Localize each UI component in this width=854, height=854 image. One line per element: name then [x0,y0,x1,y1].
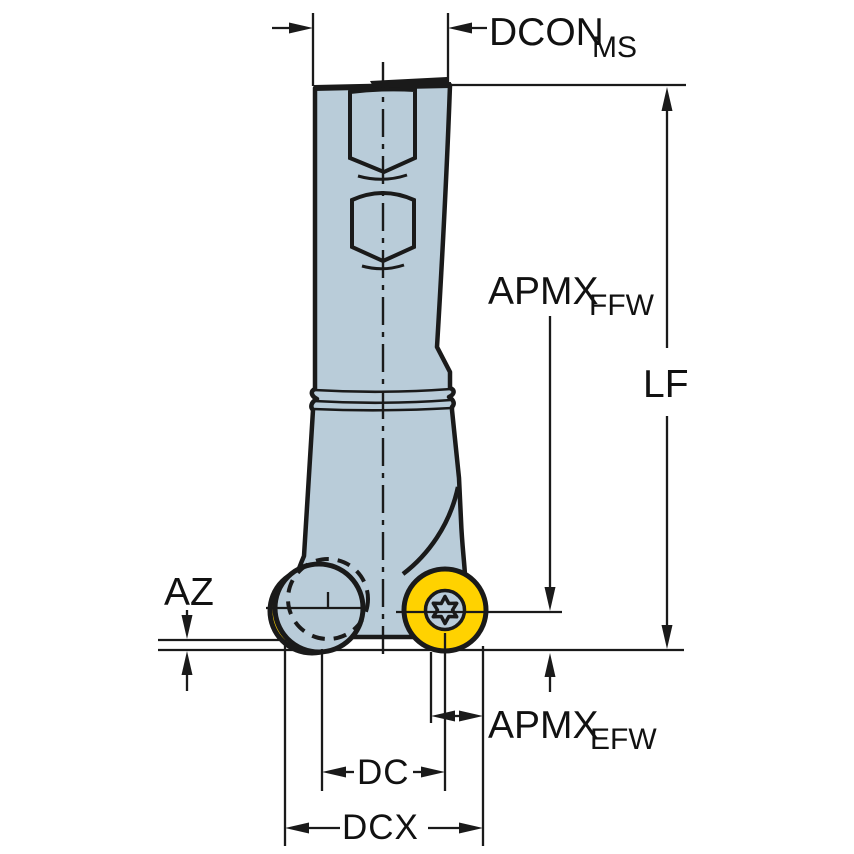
flute-curve [401,486,461,576]
az-arrow-up [181,651,193,675]
dimension-dcx [283,640,485,846]
label-dc: DC [357,753,410,792]
lf-arrow-top [661,87,673,111]
apmx-efw-arrow-left [431,710,455,722]
label-dcx: DCX [342,808,419,847]
dcx-arrow-left [285,822,309,834]
body-top-rim [370,77,450,88]
label-apmx-efw-subscript: EFW [590,723,657,756]
label-dcon-subscript: MS [592,31,637,64]
dcon-arrow-right [448,22,472,34]
apmx-ffw-arrow-up [544,653,556,677]
apmx-efw-arrow-right [459,710,483,722]
label-az: AZ [164,571,214,614]
dc-arrow-right [421,766,445,778]
apmx-ffw-arrow-down [544,587,556,611]
dc-arrow-left [322,766,346,778]
dcon-arrow-left [289,22,313,34]
lf-arrow-bottom [661,625,673,649]
label-apmx-efw: APMX [488,704,599,747]
insert-left-alt-position-dashed [286,557,370,641]
torx-screw-socket [431,594,459,626]
label-lf: LF [643,363,689,406]
label-apmx-ffw: APMX [488,270,599,313]
dimension-dcon [272,13,487,86]
label-apmx-ffw-subscript: FFW [589,289,655,322]
label-dcon: DCON [489,11,604,54]
dimension-lf [452,83,686,627]
tool-body [292,82,468,640]
az-arrow-down [181,615,193,639]
dcx-arrow-right [459,822,483,834]
